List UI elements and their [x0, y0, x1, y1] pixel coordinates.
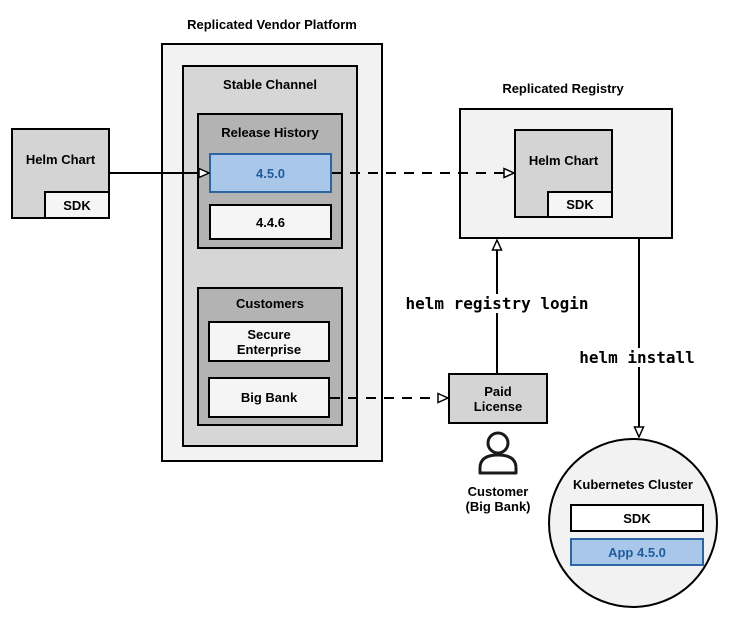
customer-secure-enterprise-box: Secure Enterprise: [208, 321, 330, 362]
customer-caption: Customer (Big Bank): [438, 484, 558, 514]
paid-license-box: Paid License: [448, 373, 548, 424]
customer-caption-line2: (Big Bank): [465, 499, 531, 514]
cluster-app-box: App 4.5.0: [570, 538, 704, 566]
registry-sdk-box: SDK: [547, 191, 613, 218]
kubernetes-cluster-label: Kubernetes Cluster: [573, 477, 693, 492]
customers-label: Customers: [236, 296, 304, 311]
cluster-sdk-box: SDK: [570, 504, 704, 532]
source-sdk-box: SDK: [44, 191, 110, 219]
release-4-4-6: 4.4.6: [209, 204, 332, 240]
source-helm-chart-label: Helm Chart: [25, 151, 96, 167]
customer-big-bank-box: Big Bank: [208, 377, 330, 418]
vendor-platform-title: Replicated Vendor Platform: [187, 17, 357, 32]
stable-channel-label: Stable Channel: [223, 77, 317, 92]
release-4-5-0: 4.5.0: [209, 153, 332, 193]
cmd-helm-install: helm install: [577, 348, 697, 367]
person-icon: [478, 431, 518, 475]
customer-caption-line1: Customer: [467, 484, 529, 499]
cmd-helm-registry-login: helm registry login: [403, 294, 591, 313]
registry-title: Replicated Registry: [502, 81, 624, 96]
release-history-label: Release History: [221, 125, 319, 140]
registry-helm-chart-label: Helm Chart: [528, 152, 599, 168]
